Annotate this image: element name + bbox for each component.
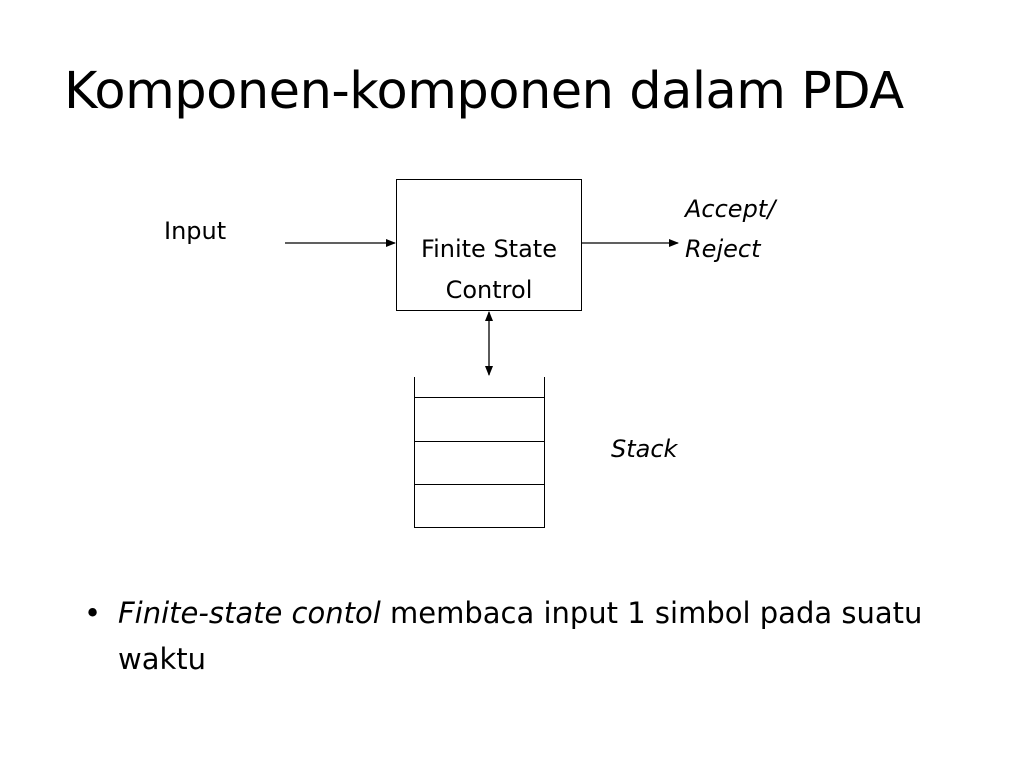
bullet-list: • Finite-state contol membaca input 1 si… xyxy=(84,590,964,682)
input-label: Input xyxy=(164,217,226,245)
bullet-text: membaca input 1 simbol pada suatu waktu xyxy=(118,596,923,676)
bullet-italic-term: Finite-state contol xyxy=(118,596,381,630)
output-label-line1: Accept/ xyxy=(683,195,778,223)
stack xyxy=(414,377,545,528)
bullet-marker: • xyxy=(84,596,102,630)
output-label-line2: Reject xyxy=(685,235,762,263)
control-label-line1: Finite State xyxy=(421,235,557,263)
bullet-item: • Finite-state contol membaca input 1 si… xyxy=(84,590,964,682)
finite-state-control-box xyxy=(396,179,582,311)
stack-label: Stack xyxy=(611,435,679,463)
control-label-line2: Control xyxy=(446,276,533,304)
slide-title: Komponen-komponen dalam PDA xyxy=(64,62,904,121)
